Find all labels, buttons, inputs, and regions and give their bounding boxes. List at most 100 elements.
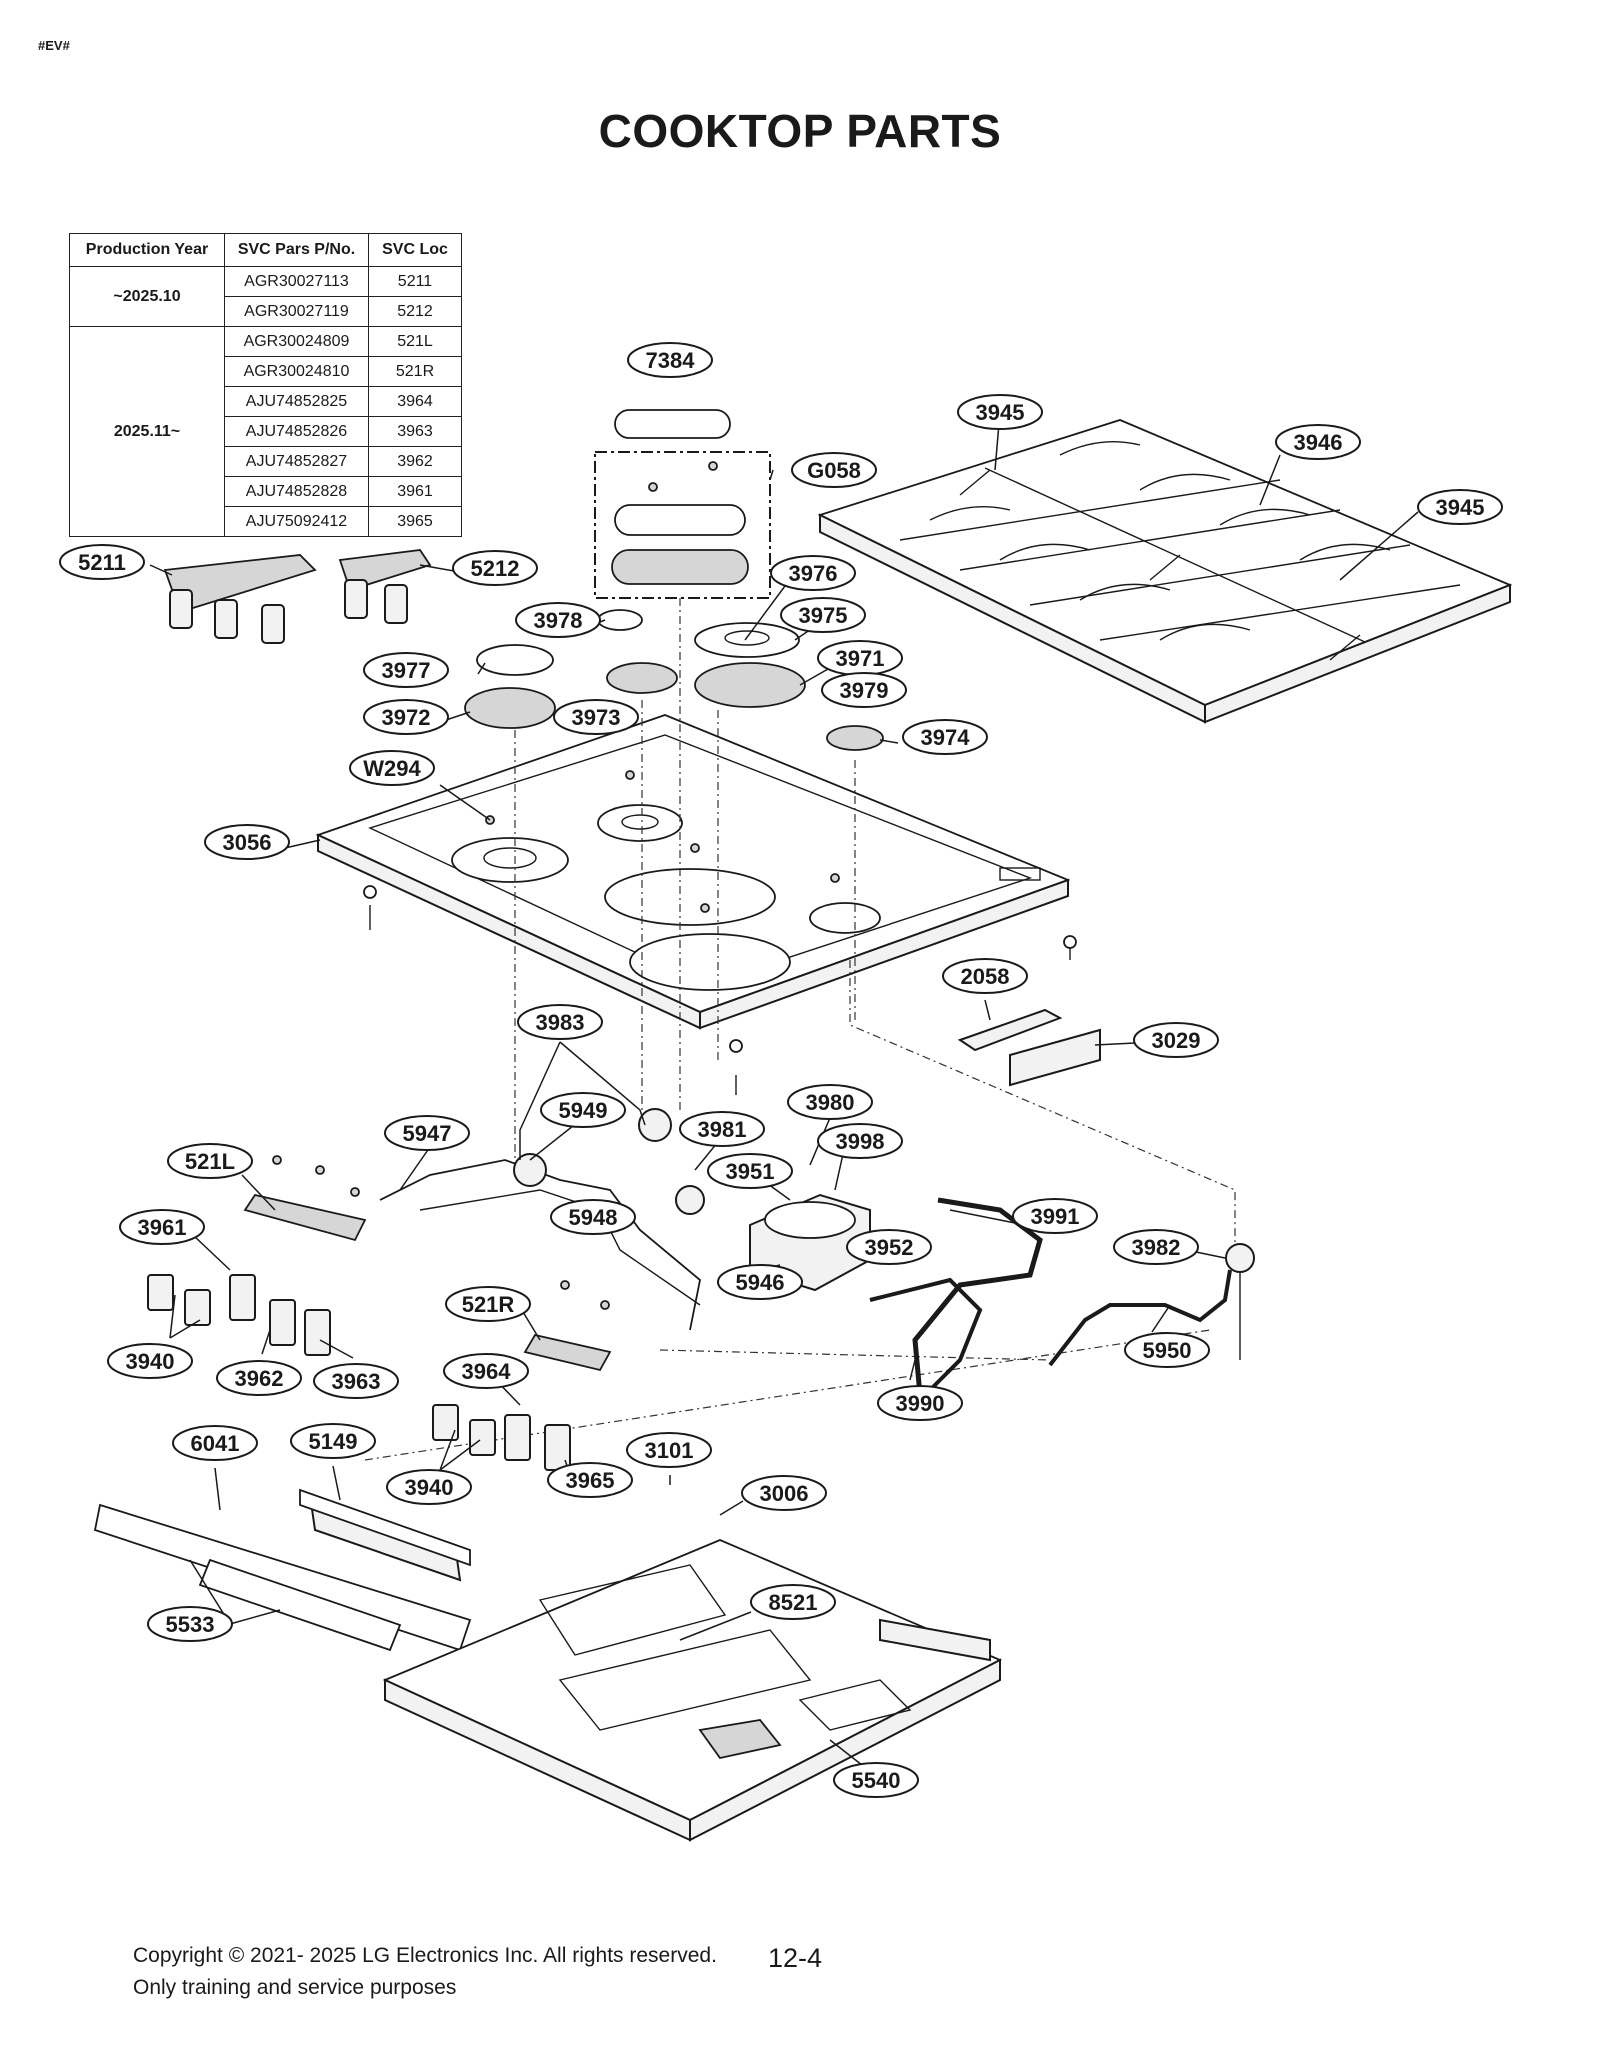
part-label-3945: 3945 (957, 394, 1043, 430)
part-label-oval (957, 394, 1043, 430)
part-label-3980: 3980 (787, 1084, 873, 1120)
cooktop-grates (817, 419, 1513, 724)
part-label-oval (363, 652, 449, 688)
part-label-oval (902, 719, 988, 755)
part-label-oval (119, 1209, 205, 1245)
part-label-text: 3979 (840, 678, 889, 703)
part-label-oval (780, 597, 866, 633)
part-label-3964: 3964 (443, 1353, 529, 1389)
part-label-3029: 3029 (1133, 1022, 1219, 1058)
part-label-text: 521L (185, 1149, 235, 1174)
part-label-text: 2058 (961, 964, 1010, 989)
table-row: AJU74852826 3963 (70, 416, 462, 447)
service-parts-table: Production Year SVC Pars P/No. SVC Loc ~… (69, 233, 462, 537)
part-label-oval (547, 1462, 633, 1498)
part-label-oval (172, 1425, 258, 1461)
part-label-5948: 5948 (550, 1199, 636, 1235)
part-number-cell: AGR30027119 (224, 296, 369, 327)
part-label-text: 521R (462, 1292, 515, 1317)
part-label-3961: 3961 (119, 1209, 205, 1245)
part-label-5149: 5149 (290, 1423, 376, 1459)
part-label-oval (679, 1111, 765, 1147)
part-label-3979: 3979 (821, 672, 907, 708)
part-label-oval (750, 1584, 836, 1620)
part-number-cell: AJU75092412 (224, 506, 369, 537)
part-label-3975: 3975 (780, 597, 866, 633)
part-label-text: 3961 (138, 1215, 187, 1240)
part-label-text: 3006 (760, 1481, 809, 1506)
part-label-5212: 5212 (452, 550, 538, 586)
part-label-text: 3990 (896, 1391, 945, 1416)
part-label-3971: 3971 (817, 640, 903, 676)
part-label-oval (384, 1115, 470, 1151)
part-label-3990: 3990 (877, 1385, 963, 1421)
assembly-lines (364, 598, 1236, 1461)
part-label-3946: 3946 (1275, 424, 1361, 460)
part-label-oval (204, 824, 290, 860)
part-label-oval (717, 1264, 803, 1300)
part-label-text: 5540 (852, 1768, 901, 1793)
part-label-oval (363, 699, 449, 735)
part-label-text: 3056 (223, 830, 272, 855)
part-label-text: G058 (807, 458, 861, 483)
part-label-3951: 3951 (707, 1153, 793, 1189)
part-label-3940: 3940 (386, 1469, 472, 1505)
part-label-3978: 3978 (515, 602, 601, 638)
part-label-oval (833, 1762, 919, 1798)
part-label-oval (770, 555, 856, 591)
part-label-text: 3998 (836, 1129, 885, 1154)
part-label-oval (1275, 424, 1361, 460)
part-label-text: 3980 (806, 1090, 855, 1115)
part-label-text: 3964 (462, 1359, 512, 1384)
part-label-g058: G058 (791, 452, 877, 488)
part-label-text: 3976 (789, 561, 838, 586)
part-label-text: 5950 (1143, 1338, 1192, 1363)
part-label-oval (107, 1343, 193, 1379)
svc-loc-cell: 3961 (368, 476, 462, 507)
part-label-oval (540, 1092, 626, 1128)
document-marker: #EV# (38, 38, 70, 53)
part-number-cell: AJU74852827 (224, 446, 369, 477)
part-label-text: 3965 (566, 1468, 615, 1493)
part-label-oval (707, 1153, 793, 1189)
part-label-3940: 3940 (107, 1343, 193, 1379)
part-label-3101: 3101 (626, 1432, 712, 1468)
table-row: AGR30024810 521R (70, 356, 462, 387)
part-label-3973: 3973 (553, 699, 639, 735)
part-label-oval (627, 342, 713, 378)
part-label-oval (349, 750, 435, 786)
part-label-oval (877, 1385, 963, 1421)
part-label-5533: 5533 (147, 1606, 233, 1642)
svc-loc-cell: 521R (368, 356, 462, 387)
svc-loc-cell: 3964 (368, 386, 462, 417)
part-label-5950: 5950 (1124, 1332, 1210, 1368)
part-label-oval (1417, 489, 1503, 525)
footer-usage-note: Only training and service purposes (133, 1976, 457, 1999)
part-label-text: 5947 (403, 1121, 452, 1146)
gas-tubes (379, 1159, 1241, 1396)
part-number-cell: AGR30027113 (224, 266, 369, 297)
part-label-oval (550, 1199, 636, 1235)
part-label-5211: 5211 (59, 544, 145, 580)
part-label-oval (1012, 1198, 1098, 1234)
part-label-3965: 3965 (547, 1462, 633, 1498)
part-label-3963: 3963 (313, 1363, 399, 1399)
part-label-text: 3945 (1436, 495, 1485, 520)
part-label-3972: 3972 (363, 699, 449, 735)
part-label-7384: 7384 (627, 342, 713, 378)
svc-loc-cell: 3965 (368, 506, 462, 537)
part-label-text: 5533 (166, 1612, 215, 1637)
part-label-3982: 3982 (1113, 1229, 1199, 1265)
table-row: AGR30027119 5212 (70, 296, 462, 327)
part-label-text: 5948 (569, 1205, 618, 1230)
part-label-oval (1124, 1332, 1210, 1368)
footer-copyright: Copyright © 2021- 2025 LG Electronics In… (133, 1944, 717, 1967)
bottom-panels (93, 1488, 1003, 1842)
part-label-text: 5212 (471, 556, 520, 581)
part-label-oval (386, 1469, 472, 1505)
part-label-oval (741, 1475, 827, 1511)
part-label-3962: 3962 (216, 1360, 302, 1396)
part-label-text: 3981 (698, 1117, 747, 1142)
part-label-3056: 3056 (204, 824, 290, 860)
part-label-oval (791, 452, 877, 488)
